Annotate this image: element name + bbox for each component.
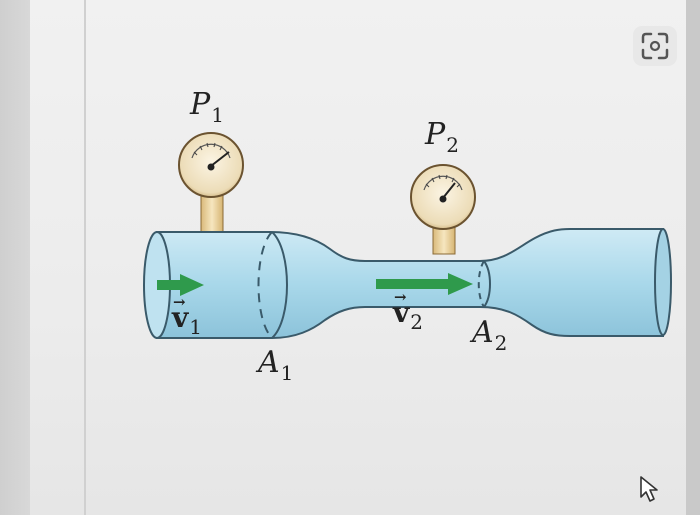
screen-edge xyxy=(84,0,86,515)
pressure-gauge-1 xyxy=(178,132,244,198)
vector-arrow-v2: → xyxy=(394,288,407,306)
cross-section-a2-front xyxy=(483,260,491,308)
pipe-right-end xyxy=(654,228,672,336)
mouse-pointer-icon xyxy=(640,476,658,502)
label-v1: → v 1 xyxy=(172,293,203,339)
right-bezel xyxy=(686,0,700,515)
cross-section-a1-back xyxy=(257,231,273,339)
cross-section-a2-back xyxy=(477,260,485,308)
label-a1: A1 xyxy=(258,345,294,385)
scan-text-button[interactable] xyxy=(633,26,677,66)
label-v2: → v 2 xyxy=(393,288,424,334)
label-a2: A2 xyxy=(472,315,508,355)
velocity-arrow-1 xyxy=(157,274,204,296)
vector-arrow-v1: → xyxy=(173,293,186,311)
pressure-gauge-2 xyxy=(410,164,476,230)
label-p1: P1 xyxy=(190,87,224,127)
velocity-arrow-2 xyxy=(376,273,473,295)
label-p2: P2 xyxy=(425,117,459,157)
scan-text-icon xyxy=(641,32,669,60)
cross-section-a1-front xyxy=(271,231,288,339)
